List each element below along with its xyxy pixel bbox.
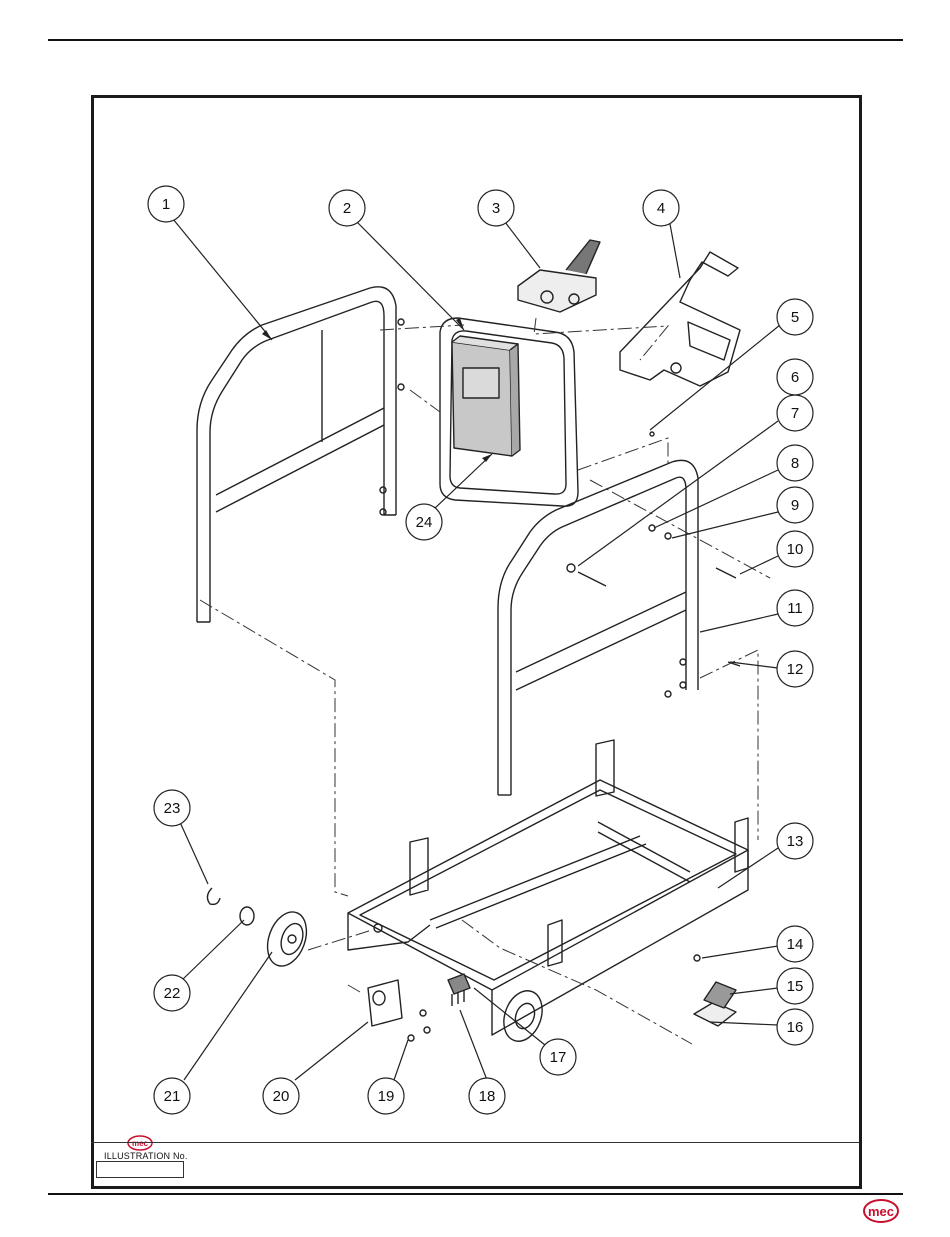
illustration-number-box [96,1161,184,1178]
footer-brand-logo: mec [864,1200,898,1222]
svg-text:6: 6 [791,369,799,386]
right-railing-part [498,460,698,795]
svg-text:21: 21 [164,1088,181,1105]
svg-text:5: 5 [791,309,799,326]
svg-text:23: 23 [164,800,181,817]
base-frame-part [348,740,748,1035]
joystick-controller-part [518,240,600,312]
svg-text:2: 2 [343,200,351,217]
svg-text:18: 18 [479,1088,496,1105]
svg-text:10: 10 [787,541,804,558]
svg-text:24: 24 [416,514,433,531]
callout-6: 6 [777,359,813,395]
wheel-assembly-part [207,888,548,1047]
svg-text:mec: mec [868,1204,894,1219]
svg-text:8: 8 [791,455,799,472]
callout-22: 22 [154,975,190,1011]
callout-15: 15 [777,968,813,1004]
svg-text:17: 17 [550,1049,567,1066]
svg-text:12: 12 [787,661,804,678]
callout-2: 2 [329,190,365,226]
callout-12: 12 [777,651,813,687]
callout-bubbles: 1 2 3 4 5 6 7 8 9 10 11 12 13 14 15 16 1… [148,186,813,1114]
callout-1: 1 [148,186,184,222]
callout-17: 17 [540,1039,576,1075]
left-railing-part [197,287,404,622]
svg-text:20: 20 [273,1088,290,1105]
callout-18: 18 [469,1078,505,1114]
callout-24: 24 [406,504,442,540]
svg-text:mec: mec [132,1139,149,1148]
control-box-part [452,336,520,456]
callout-5: 5 [777,299,813,335]
callout-11: 11 [777,590,813,626]
callout-9: 9 [777,487,813,523]
callout-20: 20 [263,1078,299,1114]
title-block-logo: mec [128,1136,152,1150]
illustration-label: ILLUSTRATION No. [104,1151,188,1161]
svg-text:14: 14 [787,936,804,953]
svg-text:19: 19 [378,1088,395,1105]
svg-text:7: 7 [791,405,799,422]
svg-text:22: 22 [164,985,181,1002]
svg-text:11: 11 [787,600,803,617]
svg-text:13: 13 [787,833,804,850]
callout-13: 13 [777,823,813,859]
callout-23: 23 [154,790,190,826]
callout-14: 14 [777,926,813,962]
svg-text:15: 15 [787,978,804,995]
callout-7: 7 [777,395,813,431]
svg-text:16: 16 [787,1019,804,1036]
mounting-bracket-part [620,252,740,386]
hardware-parts [408,432,740,1041]
svg-text:3: 3 [492,200,500,217]
svg-text:1: 1 [162,196,170,213]
title-block-divider [91,1142,859,1143]
callout-8: 8 [777,445,813,481]
callout-4: 4 [643,190,679,226]
svg-text:9: 9 [791,497,799,514]
callout-21: 21 [154,1078,190,1114]
callout-3: 3 [478,190,514,226]
connector-part [448,974,470,1006]
callout-10: 10 [777,531,813,567]
foot-switch-part [694,955,736,1026]
callout-19: 19 [368,1078,404,1114]
callout-16: 16 [777,1009,813,1045]
svg-text:4: 4 [657,200,665,217]
